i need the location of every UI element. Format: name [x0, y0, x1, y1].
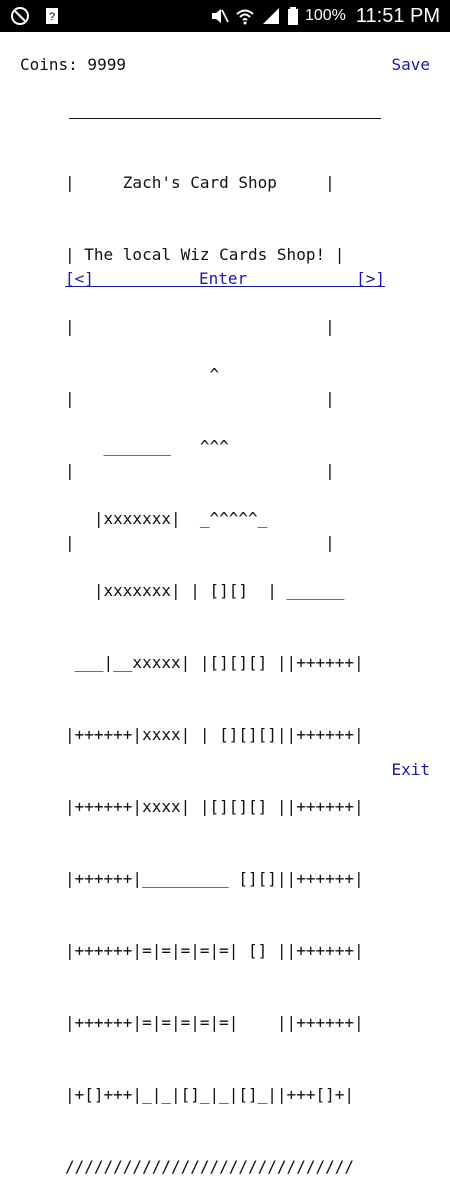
ascii-art-line: |+[]+++|_|_|[]_|_|[]_||+++[]+| [65, 1085, 354, 1104]
blocked-icon [11, 7, 29, 25]
shop-sign: | Zach's Card Shop | | The local Wiz Car… [65, 123, 344, 579]
shop-nav: [<] Enter [>] [65, 267, 385, 291]
ascii-art-line: |++++++|=|=|=|=|=| [] ||++++++| [65, 941, 364, 960]
status-bar: ? 100% 11:51 PM [0, 0, 450, 32]
shop-subtitle: | The local Wiz Cards Shop! | [65, 245, 345, 264]
shop-sign-blank: | | [65, 389, 335, 408]
shop-ascii-art: ^ _______ ^^^ |xxxxxxx| _^^^^^_ |xxxxxxx… [65, 315, 364, 1203]
svg-text:?: ? [49, 11, 55, 23]
shop-title: | Zach's Card Shop | [65, 173, 335, 192]
coins-counter: Coins: 9999 [20, 55, 126, 74]
wifi-icon [236, 9, 254, 25]
ascii-art-line: ___|__xxxxx| |[][][] ||++++++| [65, 653, 364, 672]
shop-sign-blank: | | [65, 461, 335, 480]
previous-button[interactable]: [<] [65, 269, 94, 288]
next-button[interactable]: [>] [356, 269, 385, 288]
shop-sign-blank: | | [65, 317, 335, 336]
ascii-art-line: |++++++|xxxx| |[][][] ||++++++| [65, 797, 364, 816]
signal-icon [262, 8, 279, 24]
ascii-art-line: |++++++|xxxx| | [][][]||++++++| [65, 725, 364, 744]
battery-icon [287, 7, 298, 25]
enter-button[interactable]: Enter [199, 269, 248, 288]
clock: 11:51 PM [355, 4, 440, 27]
shop-sign-blank: | | [65, 533, 335, 552]
notification-icon: ? [46, 8, 58, 24]
battery-percent: 100% [304, 7, 346, 24]
save-button[interactable]: Save [391, 55, 430, 74]
ascii-art-line: |++++++|=|=|=|=|=| ||++++++| [65, 1013, 364, 1032]
ascii-art-line: |xxxxxxx| _^^^^^_ [65, 509, 268, 528]
ascii-art-line: ////////////////////////////// [65, 1157, 354, 1176]
ascii-art-line: |++++++|_________ [][]||++++++| [65, 869, 364, 888]
shop-nav-underline [65, 286, 385, 287]
ascii-art-line: _______ ^^^ [65, 437, 229, 456]
ascii-art-line: ^ [65, 365, 220, 384]
mute-icon [211, 9, 229, 23]
ascii-art-line: |xxxxxxx| | [][] | ______ [65, 581, 345, 600]
exit-button[interactable]: Exit [391, 760, 430, 779]
shop-sign-top-border [69, 118, 381, 119]
